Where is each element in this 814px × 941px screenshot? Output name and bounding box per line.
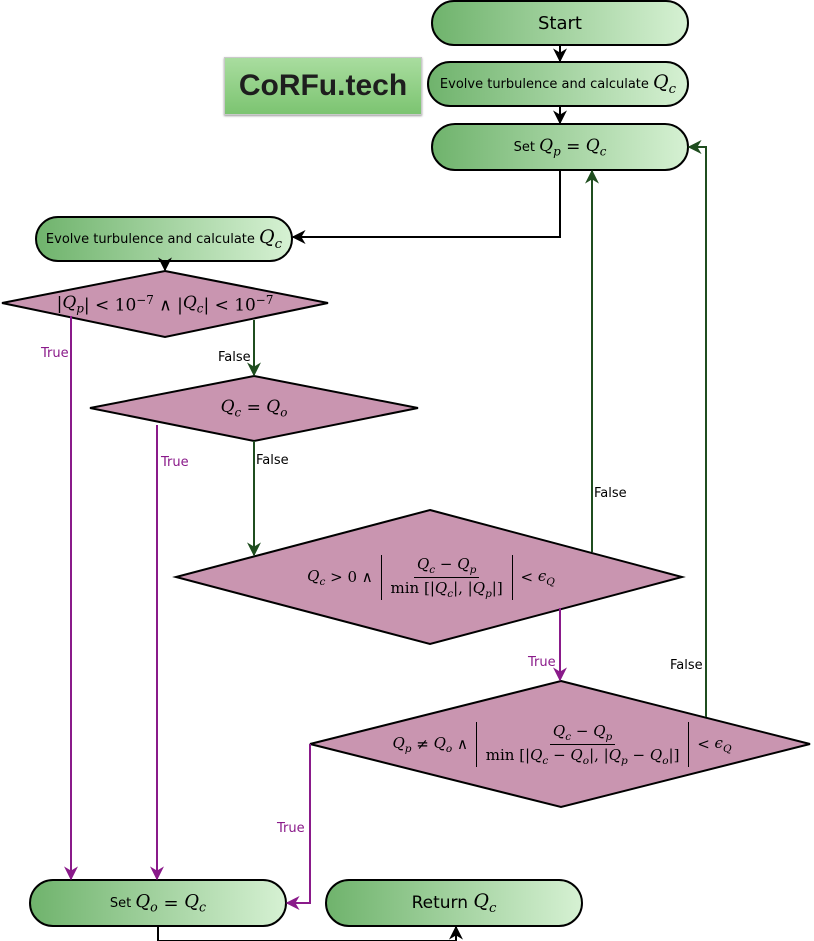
- edge-label-qcqo-true: True: [161, 455, 189, 470]
- decision-threshold: [1, 269, 329, 339]
- arrow-oscillation-false: [687, 140, 707, 717]
- edge-label-qcqo-false: False: [256, 453, 289, 468]
- start-label: Start: [538, 12, 582, 34]
- arrow-setqp-to-evolve-left: [291, 170, 561, 244]
- convergence-condition: Qc > 0 ∧ Qc − Qp min [|Qc|, |Qp|] < ϵQ: [307, 554, 555, 600]
- threshold-condition: |Qp| < 10−7 ∧ |Qc| < 10−7: [56, 292, 274, 316]
- evolve-top-label: Evolve turbulence and calculate Qc: [439, 71, 677, 97]
- edge-label-threshold-true: True: [41, 346, 69, 361]
- edge-label-oscillation-false: False: [670, 658, 703, 673]
- return-label: Return Qc: [411, 890, 497, 916]
- arrow-setqo-to-return: [157, 925, 463, 941]
- corfu-logo: CoRFu.tech: [224, 57, 422, 115]
- oscillation-condition: Qp ≠ Qo ∧ Qc − Qp min [|Qc − Qo|, |Qp − …: [392, 721, 732, 767]
- edge-label-oscillation-true: True: [277, 821, 305, 836]
- evolve-left-label: Evolve turbulence and calculate Qc: [45, 226, 283, 252]
- set-qo-label: Set Qo = Qc: [109, 891, 207, 915]
- arrow-oscillation-true: [285, 744, 311, 910]
- edge-label-convergence-false: False: [594, 486, 627, 501]
- qc-equals-qo-condition: Qc = Qo: [220, 396, 288, 420]
- set-qp-label: Set Qp = Qc: [513, 135, 607, 159]
- edge-label-threshold-false: False: [218, 350, 251, 365]
- edge-label-convergence-true: True: [528, 655, 556, 670]
